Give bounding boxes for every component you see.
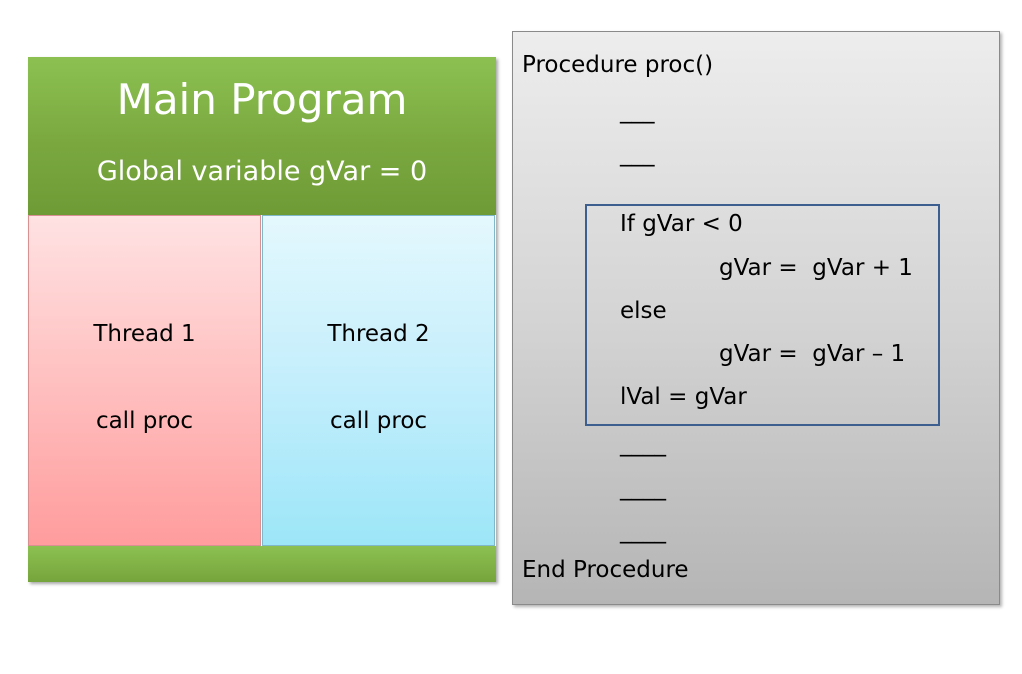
code-else-line: else bbox=[620, 298, 667, 324]
critical-section-box bbox=[585, 204, 940, 426]
thread-1-label: Thread 1 bbox=[93, 321, 196, 347]
code-placeholder-line: ____ bbox=[620, 475, 666, 501]
thread-2-call: call proc bbox=[329, 408, 428, 434]
procedure-box: Procedure proc() ___ ___ If gVar < 0 gVa… bbox=[512, 31, 1000, 605]
thread-2-label: Thread 2 bbox=[327, 321, 430, 347]
code-placeholder-line: ____ bbox=[620, 431, 666, 457]
code-placeholder-line: ___ bbox=[620, 141, 655, 167]
procedure-header: Procedure proc() bbox=[522, 52, 714, 78]
procedure-footer: End Procedure bbox=[522, 557, 689, 583]
global-variable-label: Global variable gVar = 0 bbox=[96, 156, 428, 187]
main-program-footer bbox=[28, 546, 496, 582]
code-assign-line: lVal = gVar bbox=[620, 384, 747, 410]
thread-1-box: Thread 1 call proc bbox=[28, 215, 261, 546]
code-if-line: If gVar < 0 bbox=[620, 211, 743, 237]
code-placeholder-line: ___ bbox=[620, 98, 655, 124]
main-program-title: Main Program bbox=[116, 75, 408, 124]
main-program-header: Main Program Global variable gVar = 0 bbox=[28, 57, 496, 215]
thread-2-box: Thread 2 call proc bbox=[262, 215, 495, 546]
code-increment-line: gVar = gVar + 1 bbox=[719, 255, 913, 281]
thread-1-call: call proc bbox=[95, 408, 194, 434]
code-decrement-line: gVar = gVar – 1 bbox=[719, 341, 906, 367]
main-program-block: Main Program Global variable gVar = 0 Th… bbox=[28, 57, 496, 582]
code-placeholder-line: ____ bbox=[620, 518, 666, 544]
